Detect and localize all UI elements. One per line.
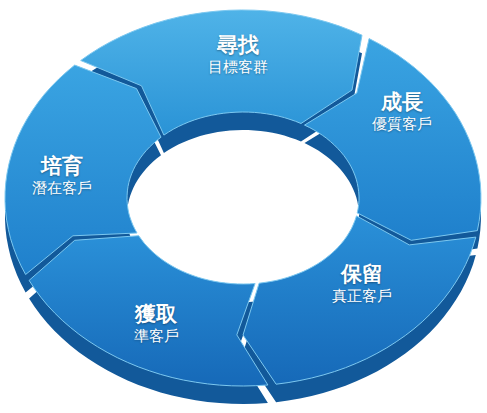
segment-arrow [29, 236, 268, 386]
step-subtitle: 真正客戶 [332, 287, 392, 307]
cycle-step: 培育潛在客戶 [32, 154, 92, 199]
step-title: 培育 [32, 154, 92, 179]
cycle-step: 獲取準客戶 [134, 302, 179, 347]
cycle-step: 成長優質客戶 [372, 90, 432, 135]
step-subtitle: 準客戶 [134, 327, 179, 347]
step-subtitle: 潛在客戶 [32, 179, 92, 199]
step-title: 獲取 [134, 302, 179, 327]
step-subtitle: 優質客戶 [372, 115, 432, 135]
step-title: 尋找 [208, 33, 268, 58]
cycle-step: 尋找目標客群 [208, 33, 268, 78]
step-title: 成長 [372, 90, 432, 115]
segment-arrow [5, 65, 161, 274]
step-title: 保留 [332, 262, 392, 287]
step-subtitle: 目標客群 [208, 58, 268, 78]
cycle-step: 保留真正客戶 [332, 262, 392, 307]
segment-arrow [243, 216, 476, 384]
segment-arrow [305, 39, 481, 241]
